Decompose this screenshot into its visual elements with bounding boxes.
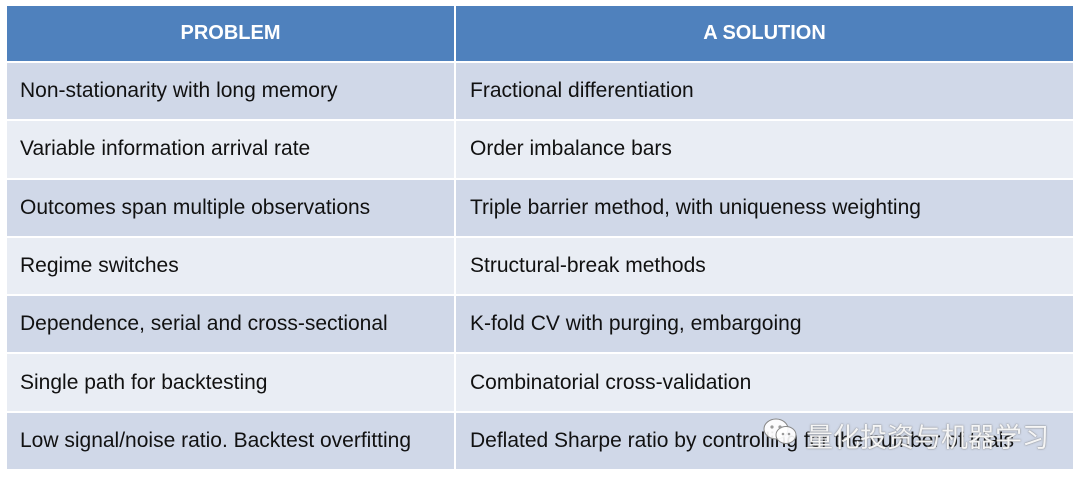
table-row: Outcomes span multiple observations Trip…	[7, 179, 1073, 238]
table-row: Regime switches Structural-break methods	[7, 237, 1073, 297]
table-row: Single path for backtesting Combinatoria…	[7, 354, 1073, 413]
problem-solution-table: PROBLEM A SOLUTION Non-stationarity with…	[7, 6, 1073, 472]
solution-cell: K-fold CV with purging, embargoing	[456, 296, 1073, 355]
watermark-text: 量化投资与机器学习	[806, 423, 1049, 454]
watermark: 量化投资与机器学习	[762, 416, 1049, 455]
problem-cell: Non-stationarity with long memory	[7, 63, 456, 122]
solution-cell: Order imbalance bars	[456, 121, 1073, 180]
table-header-row: PROBLEM A SOLUTION	[7, 6, 1073, 63]
wechat-icon	[762, 417, 798, 454]
problem-cell: Single path for backtesting	[7, 354, 456, 413]
problem-cell: Low signal/noise ratio. Backtest overfit…	[7, 412, 456, 472]
header-problem: PROBLEM	[7, 6, 456, 63]
header-solution: A SOLUTION	[456, 6, 1073, 63]
table-row: Non-stationarity with long memory Fracti…	[7, 63, 1073, 122]
problem-cell: Outcomes span multiple observations	[7, 179, 456, 238]
problem-cell: Regime switches	[7, 237, 456, 297]
problem-cell: Dependence, serial and cross-sectional	[7, 296, 456, 355]
problem-cell: Variable information arrival rate	[7, 121, 456, 180]
table-row: Variable information arrival rate Order …	[7, 121, 1073, 180]
solution-cell: Fractional differentiation	[456, 63, 1073, 122]
solution-cell: Triple barrier method, with uniqueness w…	[456, 179, 1073, 238]
solution-cell: Structural-break methods	[456, 237, 1073, 297]
table-row: Low signal/noise ratio. Backtest overfit…	[7, 412, 1073, 472]
solution-cell: Deflated Sharpe ratio by controlling for…	[456, 412, 1073, 472]
table-row: Dependence, serial and cross-sectional K…	[7, 296, 1073, 355]
solution-cell: Combinatorial cross-validation	[456, 354, 1073, 413]
